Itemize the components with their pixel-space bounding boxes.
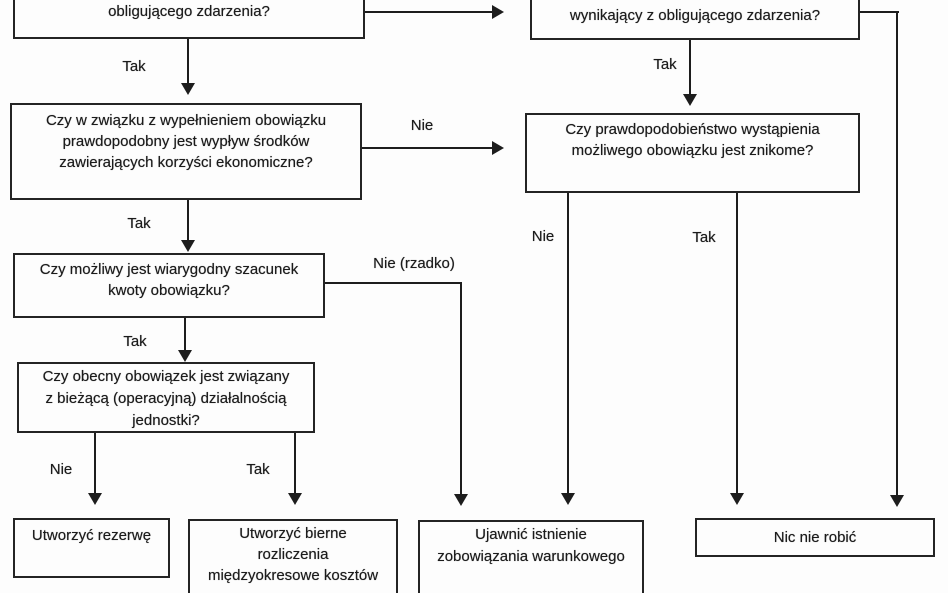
arrowhead-down-icon	[181, 83, 195, 95]
arrowhead-down-icon	[730, 493, 744, 505]
arrowhead-down-icon	[683, 94, 697, 106]
box-text-line: Ujawnić istnienie	[475, 526, 587, 543]
box-text-line: wynikający z obligującego zdarzenia?	[569, 7, 821, 24]
connector-remote-no	[567, 193, 569, 493]
branch-label-no: Nie	[531, 228, 555, 245]
branch-label-no-rarely: Nie (rzadko)	[373, 255, 455, 272]
connector-q1-down	[187, 39, 189, 83]
outcome-box-do-nothing: Nic nie robić	[695, 518, 935, 557]
arrowhead-down-icon	[890, 495, 904, 507]
branch-label-yes: Tak	[122, 58, 146, 75]
box-text-line: Czy obecny obowiązek jest związany	[42, 368, 290, 385]
arrowhead-down-icon	[181, 240, 195, 252]
arrowhead-right-icon	[492, 141, 504, 155]
arrowhead-down-icon	[561, 493, 575, 505]
box-text-line: Utworzyć rezerwę	[31, 527, 152, 544]
box-text-line: kwoty obowiązku?	[108, 282, 230, 299]
box-text-line: obligującego zdarzenia?	[108, 3, 270, 20]
arrowhead-down-icon	[178, 350, 192, 362]
box-text-line: zawierających korzyści ekonomiczne?	[59, 154, 313, 171]
box-text-line: Nic nie robić	[773, 529, 857, 546]
connector-q2-down	[689, 40, 691, 94]
branch-label-yes: Tak	[246, 461, 270, 478]
decision-box-outflow-probable: Czy w związku z wypełnieniem obowiązku p…	[10, 103, 362, 200]
box-text-line: Czy prawdopodobieństwo wystąpienia	[565, 121, 820, 138]
box-text-line: Czy możliwy jest wiarygodny szacunek	[39, 261, 299, 278]
connector-top-horizontal	[365, 11, 492, 13]
connector-remote-yes	[736, 193, 738, 493]
box-text-line: Czy w związku z wypełnieniem obowiązku	[45, 112, 327, 129]
branch-label-no: Nie	[49, 461, 73, 478]
box-text-line: Utworzyć bierne	[239, 525, 347, 542]
box-text-line: prawdopodobny jest wypływ środków	[62, 133, 310, 150]
decision-box-obligating-event: obligującego zdarzenia?	[13, 0, 365, 39]
decision-box-reliable-estimate: Czy możliwy jest wiarygodny szacunek kwo…	[13, 253, 325, 318]
box-text-line: z bieżącą (operacyjną) działalnością	[45, 390, 287, 407]
connector-estimate-no-horizontal	[325, 282, 462, 284]
arrowhead-right-icon	[492, 5, 504, 19]
branch-label-yes: Tak	[653, 56, 677, 73]
box-text-line: możliwego obowiązku jest znikome?	[571, 142, 814, 159]
connector-outflow-yes	[187, 200, 189, 240]
decision-box-probability-remote: Czy prawdopodobieństwo wystąpienia możli…	[525, 113, 860, 193]
connector-operating-no	[94, 433, 96, 493]
connector-outflow-no	[362, 147, 492, 149]
decision-box-operating-activity: Czy obecny obowiązek jest związany z bie…	[17, 362, 315, 433]
outcome-box-disclose-contingent: Ujawnić istnienie zobowiązania warunkowe…	[418, 520, 644, 593]
branch-label-yes: Tak	[127, 215, 151, 232]
box-text-line: międzyokresowe kosztów	[207, 567, 379, 584]
branch-label-yes: Tak	[692, 229, 716, 246]
arrowhead-down-icon	[454, 494, 468, 506]
box-text-line: zobowiązania warunkowego	[437, 548, 625, 565]
arrowhead-down-icon	[288, 493, 302, 505]
decision-box-possible-obligation: wynikający z obligującego zdarzenia?	[530, 0, 860, 40]
outcome-box-create-accruals: Utworzyć bierne rozliczenia międzyokreso…	[188, 519, 398, 593]
branch-label-no: Nie	[410, 117, 434, 134]
branch-label-yes: Tak	[123, 333, 147, 350]
box-text-line: jednostki?	[132, 412, 200, 429]
connector-estimate-yes	[184, 318, 186, 350]
connector-bypass-horizontal	[860, 11, 899, 13]
outcome-box-create-provision: Utworzyć rezerwę	[13, 518, 170, 578]
connector-operating-yes	[294, 433, 296, 493]
box-text-line: rozliczenia	[257, 546, 329, 563]
connector-bypass-vertical	[896, 11, 898, 495]
connector-estimate-no-vertical	[460, 282, 462, 494]
arrowhead-down-icon	[88, 493, 102, 505]
